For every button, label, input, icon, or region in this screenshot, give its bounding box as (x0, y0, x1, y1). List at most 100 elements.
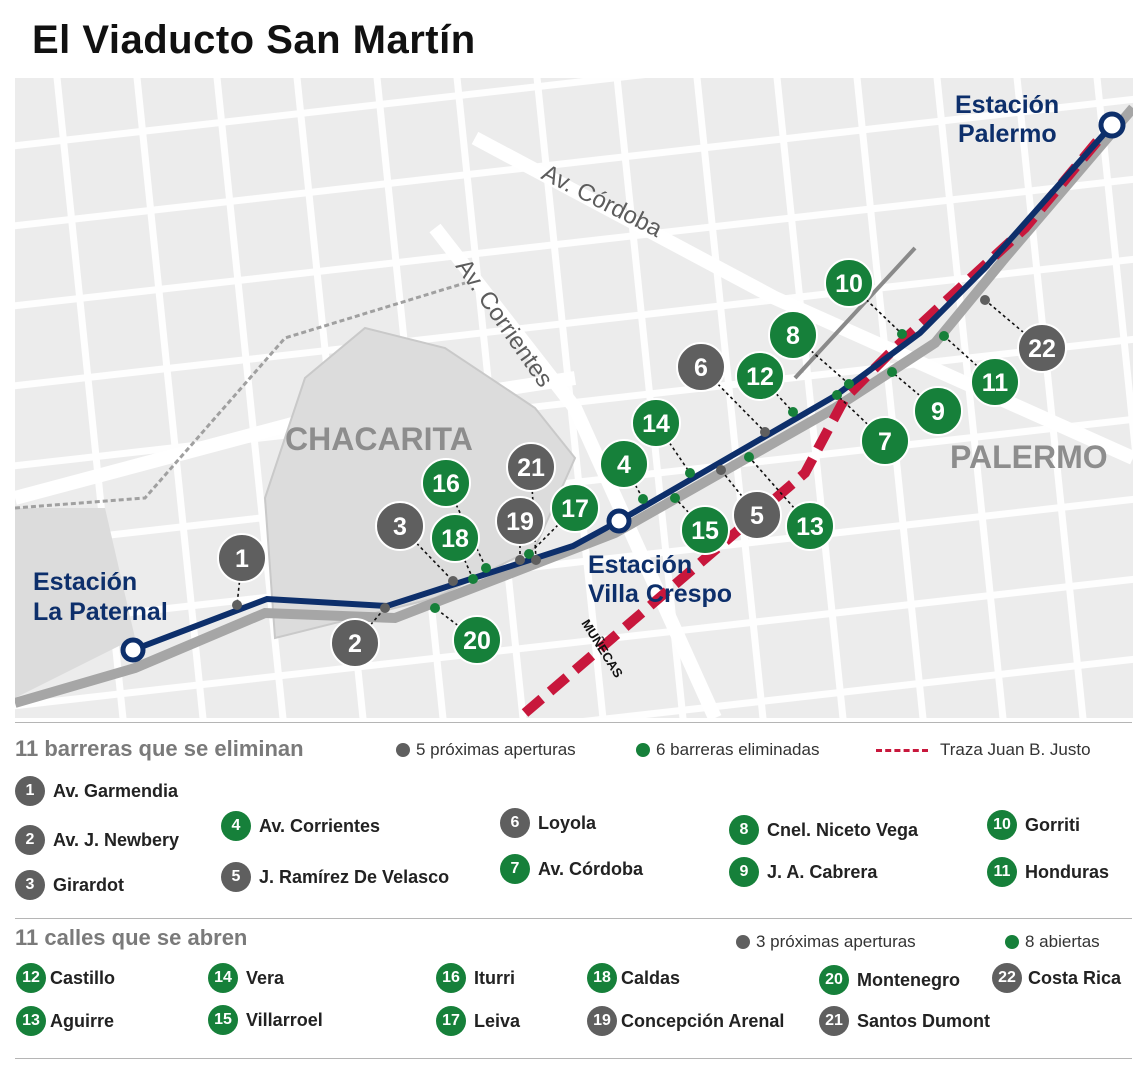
badge: 15 (208, 1005, 238, 1035)
station-palermo-icon (1098, 111, 1126, 139)
station-villa-crespo-icon (606, 508, 632, 534)
marker-circle (631, 398, 681, 448)
crossing-dot-17 (524, 549, 534, 559)
crossing-dot-12 (788, 407, 798, 417)
barrera-item-10: 10 Gorriti (987, 810, 1080, 840)
badge: 22 (992, 963, 1022, 993)
marker-number: 4 (617, 451, 631, 479)
badge: 14 (208, 963, 238, 993)
calle-label: Leiva (474, 1010, 521, 1031)
calle-label: Villarroel (246, 1009, 323, 1030)
marker-leader-17 (528, 507, 576, 555)
marker-7: 7 (860, 416, 910, 466)
marker-circle (680, 505, 730, 555)
green-dot-icon (1005, 935, 1019, 949)
crossing-dot-5 (716, 465, 726, 475)
calle-item-15: 15 Villarroel (208, 1005, 323, 1035)
marker-2: 2 (330, 618, 380, 668)
badge: 20 (819, 965, 849, 995)
page-title: El Viaducto San Martín (32, 18, 476, 62)
marker-number: 1 (235, 545, 249, 573)
marker-5: 5 (732, 490, 782, 540)
badge: 16 (436, 963, 466, 993)
gray-dot-icon (396, 743, 410, 757)
crossing-dot-14 (685, 468, 695, 478)
marker-number: 6 (694, 354, 708, 382)
calles-heading: 11 calles que se abren (15, 925, 248, 950)
marker-circle (495, 496, 545, 546)
marker-number: 10 (835, 270, 863, 298)
legend-proximas-label: 5 próximas aperturas (416, 740, 576, 759)
marker-number: 21 (517, 454, 545, 482)
badge: 7 (500, 854, 530, 884)
marker-circle (421, 458, 471, 508)
station-la-paternal-label-1: Estación (33, 568, 137, 596)
badge: 8 (729, 815, 759, 845)
divider-bottom (15, 1058, 1132, 1059)
divider-sections (15, 918, 1132, 919)
marker-22: 22 (1017, 323, 1067, 373)
calle-label: Vera (246, 967, 285, 988)
barrera-label: Gorriti (1025, 814, 1081, 835)
marker-circle (735, 351, 785, 401)
barrera-label: J. A. Cabrera (767, 861, 878, 882)
calle-item-17: 17 Leiva (436, 1006, 520, 1036)
marker-circle (785, 501, 835, 551)
marker-leader-16 (445, 482, 487, 569)
legend-eliminadas-label: 6 barreras eliminadas (656, 740, 820, 759)
legend-traza-label: Traza Juan B. Justo (940, 740, 1091, 759)
marker-1: 1 (217, 533, 267, 583)
legend-calles-proximas-label: 3 próximas aperturas (756, 932, 916, 951)
marker-circle (768, 310, 818, 360)
legend-traza: Traza Juan B. Justo (876, 740, 1091, 760)
badge: 17 (436, 1006, 466, 1036)
badge: 18 (587, 963, 617, 993)
crossing-dot-7 (832, 390, 842, 400)
crossing-dot-4 (638, 494, 648, 504)
marker-14: 14 (631, 398, 681, 448)
marker-number: 18 (441, 525, 469, 553)
crossing-dot-22 (980, 295, 990, 305)
legend-calles-abiertas-label: 8 abiertas (1025, 932, 1100, 951)
marker-circle (430, 513, 480, 563)
marker-16: 16 (421, 458, 471, 508)
station-la-paternal-label-2: La Paternal (33, 598, 168, 626)
barrera-label: Av. Garmendia (53, 780, 179, 801)
marker-4: 4 (599, 439, 649, 489)
marker-circle (550, 483, 600, 533)
marker-circle (970, 357, 1020, 407)
barreras-heading: 11 barreras que se eliminan (15, 736, 304, 761)
badge: 11 (987, 857, 1017, 887)
marker-9: 9 (913, 386, 963, 436)
marker-number: 15 (691, 517, 719, 545)
station-la-paternal-icon (120, 637, 146, 663)
badge: 10 (987, 810, 1017, 840)
crossing-dot-19 (515, 555, 525, 565)
marker-number: 16 (432, 470, 460, 498)
marker-circle (860, 416, 910, 466)
divider-map (15, 722, 1132, 723)
badge: 9 (729, 857, 759, 887)
crossing-dot-21 (531, 555, 541, 565)
rail-tracks (15, 104, 1133, 708)
marker-number: 20 (463, 627, 491, 655)
marker-15: 15 (680, 505, 730, 555)
marker-20: 20 (452, 615, 502, 665)
marker-circle (330, 618, 380, 668)
marker-circle (506, 442, 556, 492)
district-palermo: PALERMO (950, 439, 1108, 475)
calle-label: Caldas (621, 967, 681, 988)
marker-8: 8 (768, 310, 818, 360)
crossing-dot-6 (760, 427, 770, 437)
marker-13: 13 (785, 501, 835, 551)
calle-label: Concepción Arenal (621, 1010, 785, 1031)
barrera-label: Av. Córdoba (538, 858, 644, 879)
